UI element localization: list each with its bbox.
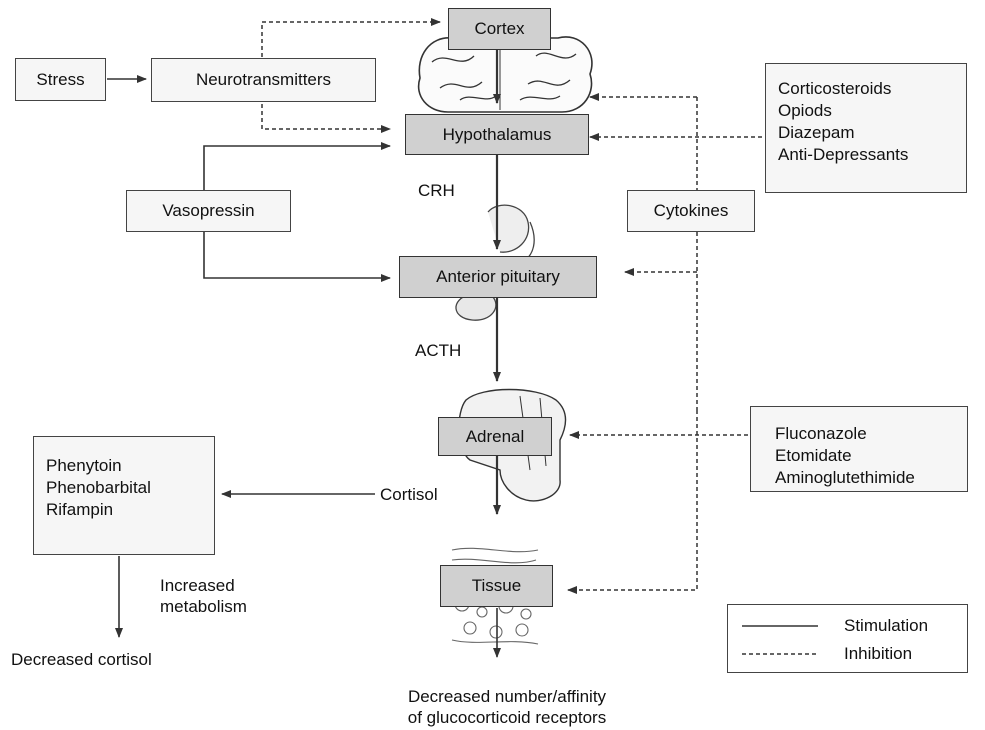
cytokines-box: Cytokines [627, 190, 755, 232]
drug-item: Corticosteroids [778, 79, 892, 98]
stimulation-connectors [107, 50, 501, 658]
legend: Stimulation Inhibition [727, 604, 968, 673]
legend-stimulation-label: Stimulation [844, 616, 929, 635]
crh-label: CRH [418, 181, 455, 200]
drug-item: Diazepam [778, 123, 855, 142]
cortex-box: Cortex [448, 8, 551, 50]
drug-item: Phenobarbital [46, 478, 151, 497]
adrenal-label: Adrenal [465, 426, 525, 446]
inhibition-connectors [261, 18, 762, 594]
drug-item: Rifampin [46, 500, 114, 519]
hypothalamic-inhibitors-box: Corticosteroids Opiods Diazepam Anti-Dep… [765, 63, 967, 193]
decreased-cortisol-label: Decreased cortisol [11, 650, 152, 669]
vasopressin-box: Vasopressin [126, 190, 291, 232]
cytokines-label: Cytokines [653, 201, 729, 220]
adrenal-box: Adrenal [438, 417, 552, 456]
drug-item: Aminoglutethimide [775, 468, 915, 487]
stress-box: Stress [15, 58, 106, 101]
stress-label: Stress [36, 69, 85, 89]
enzyme-inducers-box: Phenytoin Phenobarbital Rifampin [33, 436, 215, 555]
receptor-outcome-line1: Decreased number/affinity [407, 687, 607, 706]
adrenal-inhibitors-box: Fluconazole Etomidate Aminoglutethimide [750, 406, 968, 492]
vasopressin-label: Vasopressin [162, 201, 255, 220]
legend-swatches [742, 625, 818, 655]
brain-illustration [417, 36, 593, 113]
increased-metabolism-line2: metabolism [160, 597, 247, 616]
increased-metabolism-line1: Increased [160, 576, 235, 595]
drug-item: Opiods [778, 101, 832, 120]
receptor-outcome-line2: of glucocorticoid receptors [407, 708, 607, 727]
increased-metabolism-label: Increased metabolism [160, 575, 247, 617]
anterior-pituitary-label: Anterior pituitary [436, 267, 560, 286]
cortex-label: Cortex [474, 19, 525, 38]
drug-item: Phenytoin [46, 456, 122, 475]
acth-label: ACTH [415, 341, 462, 360]
neurotransmitters-label: Neurotransmitters [195, 70, 332, 89]
cortisol-label: Cortisol [380, 485, 438, 504]
tissue-label: Tissue [471, 576, 522, 595]
legend-inhibition-label: Inhibition [844, 644, 913, 663]
drug-item: Fluconazole [775, 424, 867, 443]
anterior-pituitary-box: Anterior pituitary [399, 256, 597, 298]
hypothalamus-label: Hypothalamus [442, 124, 552, 144]
neurotransmitters-box: Neurotransmitters [151, 58, 376, 102]
receptor-outcome-label: Decreased number/affinity of glucocortic… [408, 686, 606, 728]
hypothalamus-box: Hypothalamus [405, 114, 589, 155]
drug-item: Anti-Depressants [778, 145, 909, 164]
drug-item: Etomidate [775, 446, 852, 465]
tissue-box: Tissue [440, 565, 553, 607]
